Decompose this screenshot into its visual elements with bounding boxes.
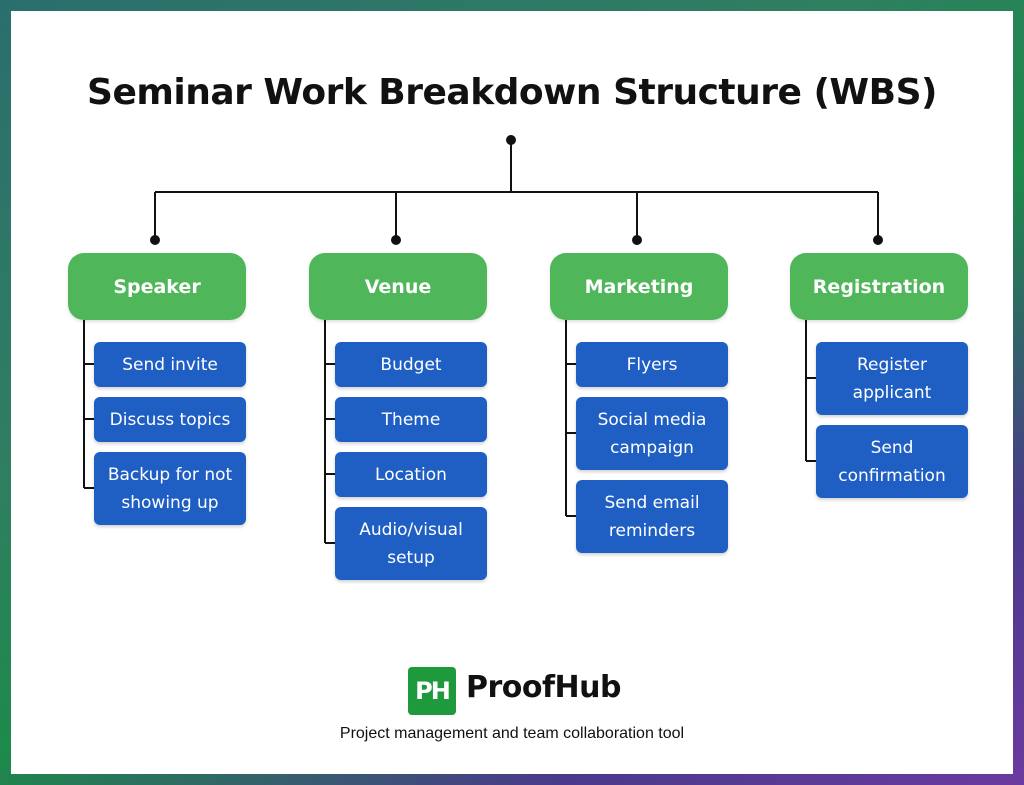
tagline: Project management and team collaboratio…	[339, 725, 685, 742]
task-register-applicant: Register applicant	[816, 342, 968, 415]
category-marketing: Marketing	[550, 253, 728, 320]
task-backup: Backup for not showing up	[94, 452, 246, 525]
category-venue: Venue	[309, 253, 487, 320]
node-dot	[150, 235, 160, 245]
task-discuss-topics: Discuss topics	[94, 397, 246, 442]
category-speaker: Speaker	[68, 253, 246, 320]
diagram-title: Seminar Work Breakdown Structure (WBS)	[87, 72, 937, 113]
task-audio-visual: Audio/visual setup	[335, 507, 487, 580]
task-social-media: Social media campaign	[576, 397, 728, 470]
node-dot	[391, 235, 401, 245]
category-registration: Registration	[790, 253, 968, 320]
task-email-reminders: Send email reminders	[576, 480, 728, 553]
task-flyers: Flyers	[576, 342, 728, 387]
node-dot	[873, 235, 883, 245]
proofhub-logo-icon: PH	[408, 667, 456, 715]
brand-name: ProofHub	[466, 670, 622, 705]
task-send-invite: Send invite	[94, 342, 246, 387]
task-theme: Theme	[335, 397, 487, 442]
node-dot	[632, 235, 642, 245]
task-send-confirmation: Send confirmation	[816, 425, 968, 498]
task-budget: Budget	[335, 342, 487, 387]
task-location: Location	[335, 452, 487, 497]
root-node-dot	[506, 135, 516, 145]
